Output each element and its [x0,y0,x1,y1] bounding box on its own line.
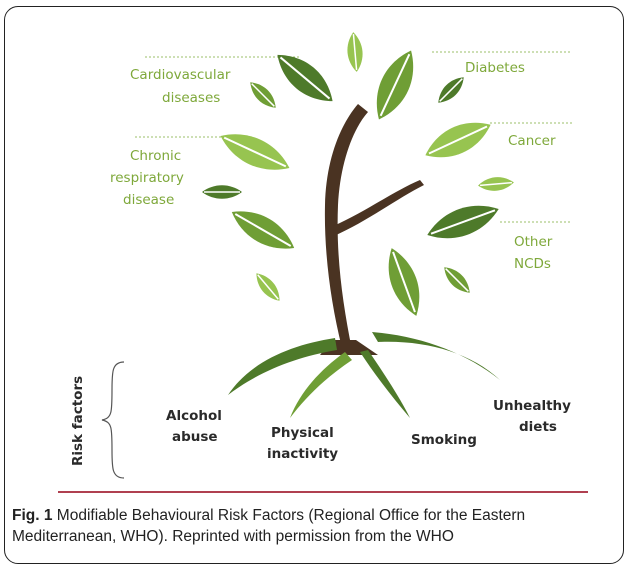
caption-text: Modifiable Behavioural Risk Factors (Reg… [12,507,526,545]
label-unhealthy: Unhealthy [493,398,571,414]
label-chronic: Chronic [130,148,181,164]
label-ncds: NCDs [514,256,551,272]
label-cardiovascular-2: diseases [162,90,220,106]
risk-factors-axis: Risk factors [70,376,86,466]
leader-lines [135,51,572,223]
leaves [202,32,514,316]
label-cancer: Cancer [508,133,556,149]
label-physical-2: inactivity [267,446,338,462]
ncd-labels: Cardiovascular diseases Chronic respirat… [110,60,556,272]
roots [228,332,500,418]
label-smoking: Smoking [411,432,477,448]
tree-trunk [324,104,368,350]
label-chronic-2: respiratory [110,170,184,186]
figure-caption: Fig. 1 Modifiable Behavioural Risk Facto… [12,505,620,547]
risk-labels: Risk factors Alcohol abuse Physical inac… [70,376,571,466]
tree-branch [333,180,424,236]
label-physical: Physical [271,425,334,441]
label-diets: diets [519,419,557,435]
label-chronic-3: disease [123,192,174,208]
caption-divider [58,491,588,493]
label-diabetes: Diabetes [465,60,525,76]
label-other: Other [514,234,553,250]
caption-fig-label: Fig. 1 [12,507,53,524]
label-alcohol-2: abuse [172,429,218,445]
brace [101,361,125,479]
figure-frame [4,6,624,564]
label-alcohol: Alcohol [166,408,222,424]
label-cardiovascular: Cardiovascular [130,67,231,83]
